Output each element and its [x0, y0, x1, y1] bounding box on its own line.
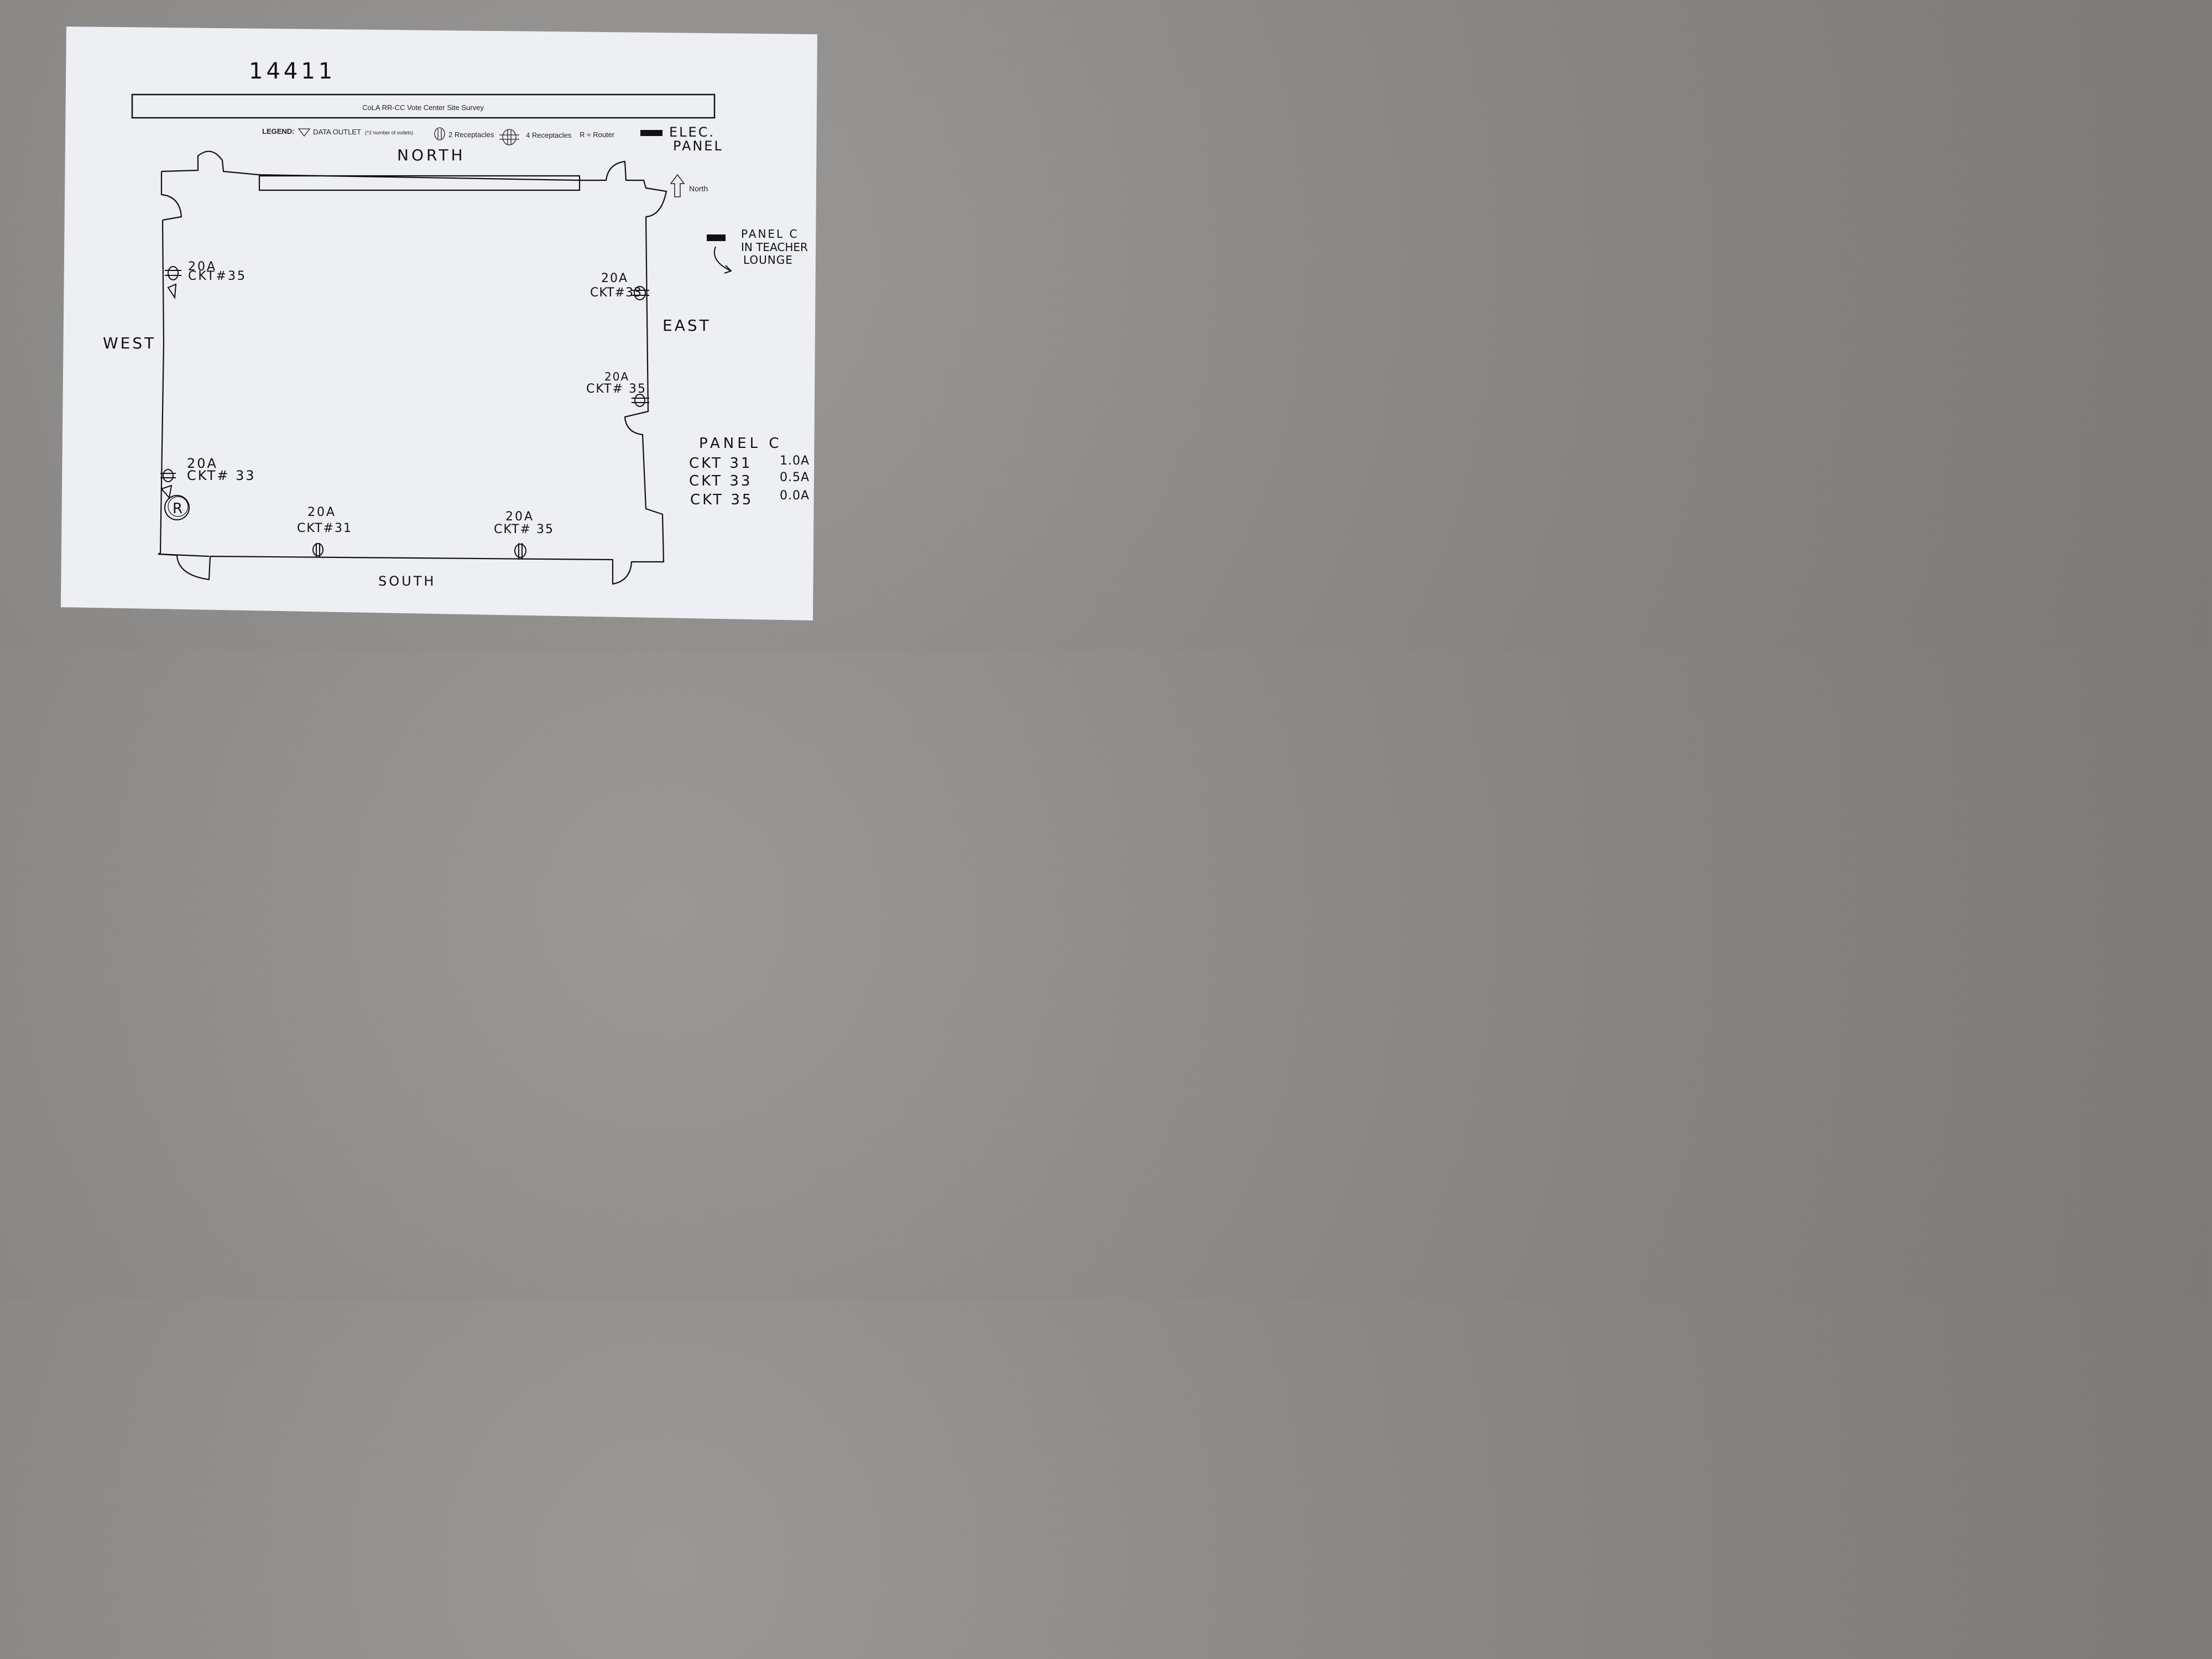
- data-outlet-triangle-icon: [298, 128, 311, 137]
- panel-table-title: PANEL C: [699, 435, 782, 452]
- annotation-west-lower: 20A CKT# 33: [187, 456, 256, 483]
- panel-row-2-circuit: CKT 33: [689, 473, 752, 489]
- legend-router: R = Router: [580, 131, 615, 139]
- legend-elec-panel-line2: PANEL: [673, 138, 723, 154]
- west-lower-amps: 20A: [187, 456, 218, 471]
- annotation-east-lower: 20A CKT# 35: [586, 370, 646, 396]
- panel-c-note: PANEL C IN TEACHER LOUNGE: [707, 227, 808, 274]
- south-label: SOUTH: [378, 573, 436, 589]
- legend-elec-panel-line1: ELEC.: [669, 124, 715, 140]
- panel-note-line3: LOUNGE: [743, 253, 793, 267]
- annotation-south-right: 20A CKT# 35: [494, 510, 554, 536]
- west-lower-circuit: CKT# 33: [187, 468, 256, 483]
- east-lower-circuit: CKT# 35: [586, 382, 646, 396]
- north-wall: [161, 150, 667, 218]
- panel-row-3-load: 0.0A: [780, 489, 810, 503]
- page-number: 14411: [249, 59, 336, 84]
- east-label: EAST: [662, 316, 711, 335]
- west-door-top: [160, 171, 182, 221]
- south-left-circuit: CKT#31: [297, 521, 352, 535]
- legend-two-receptacles: 2 Receptacles: [448, 131, 494, 139]
- form-title: CoLA RR-CC Vote Center Site Survey: [362, 103, 484, 112]
- legend-data-outlet-note: (^2 number of outlets): [365, 130, 413, 135]
- north-window: [258, 175, 581, 191]
- panel-load-table: PANEL C CKT 31 1.0A CKT 33 0.5A CKT 35 0…: [689, 435, 810, 508]
- legend-data-outlet: DATA OUTLET: [313, 128, 361, 136]
- north-label: NORTH: [397, 146, 466, 164]
- site-survey-sheet: 14411 CoLA RR-CC Vote Center Site Survey…: [61, 27, 817, 620]
- south-right-amps: 20A: [505, 510, 534, 524]
- legend-four-receptacles: 4 Receptacles: [526, 131, 572, 139]
- receptacle-west-lower: [160, 469, 176, 482]
- router-label: R: [173, 500, 182, 517]
- panel-c-arrow-icon: [714, 246, 732, 272]
- panel-note-line2: IN TEACHER: [741, 241, 808, 254]
- receptacle-east-upper: [632, 286, 649, 300]
- two-receptacles-icon: [434, 127, 445, 140]
- south-left-amps: 20A: [307, 505, 336, 519]
- title-box: [131, 93, 716, 119]
- panel-row-2-load: 0.5A: [780, 471, 810, 484]
- legend: LEGEND: DATA OUTLET (^2 number of outlet…: [262, 124, 723, 154]
- south-right-circuit: CKT# 35: [494, 523, 554, 536]
- east-lower-amps: 20A: [604, 370, 629, 383]
- west-upper-amps: 20A: [188, 260, 217, 274]
- receptacle-south-left: [312, 543, 324, 557]
- four-receptacles-icon: [499, 129, 519, 145]
- data-outlet-west-lower: [160, 484, 173, 499]
- panel-note-line1: PANEL C: [741, 227, 799, 241]
- east-upper-amps: 20A: [601, 272, 628, 285]
- receptacle-east-lower: [632, 394, 649, 407]
- annotation-west-upper: 20A CKT#35: [188, 260, 247, 283]
- floor-plan: [158, 150, 667, 585]
- receptacle-west-upper: [165, 266, 181, 280]
- east-wall: [624, 216, 665, 563]
- data-outlet-west-upper: [167, 283, 177, 299]
- panel-c-icon: [707, 234, 726, 241]
- paper-sheet: [61, 27, 817, 620]
- panel-row-1-circuit: CKT 31: [689, 455, 752, 472]
- south-wall: [158, 553, 643, 585]
- panel-row-3-circuit: CKT 35: [690, 492, 753, 508]
- east-upper-circuit: CKT#33: [590, 286, 642, 300]
- west-label: WEST: [103, 334, 156, 352]
- north-arrow-label: North: [689, 184, 708, 193]
- annotation-east-upper: 20A CKT#33: [590, 272, 642, 300]
- annotation-south-left: 20A CKT#31: [297, 505, 352, 535]
- north-arrow-icon: [670, 174, 685, 197]
- panel-row-1-load: 1.0A: [780, 454, 810, 468]
- router-symbol: R: [164, 495, 190, 520]
- elec-panel-icon: [640, 130, 662, 136]
- south-wall-trace: [158, 553, 210, 557]
- legend-label: LEGEND:: [262, 127, 295, 135]
- west-upper-circuit: CKT#35: [188, 269, 247, 283]
- receptacle-south-right: [514, 543, 526, 560]
